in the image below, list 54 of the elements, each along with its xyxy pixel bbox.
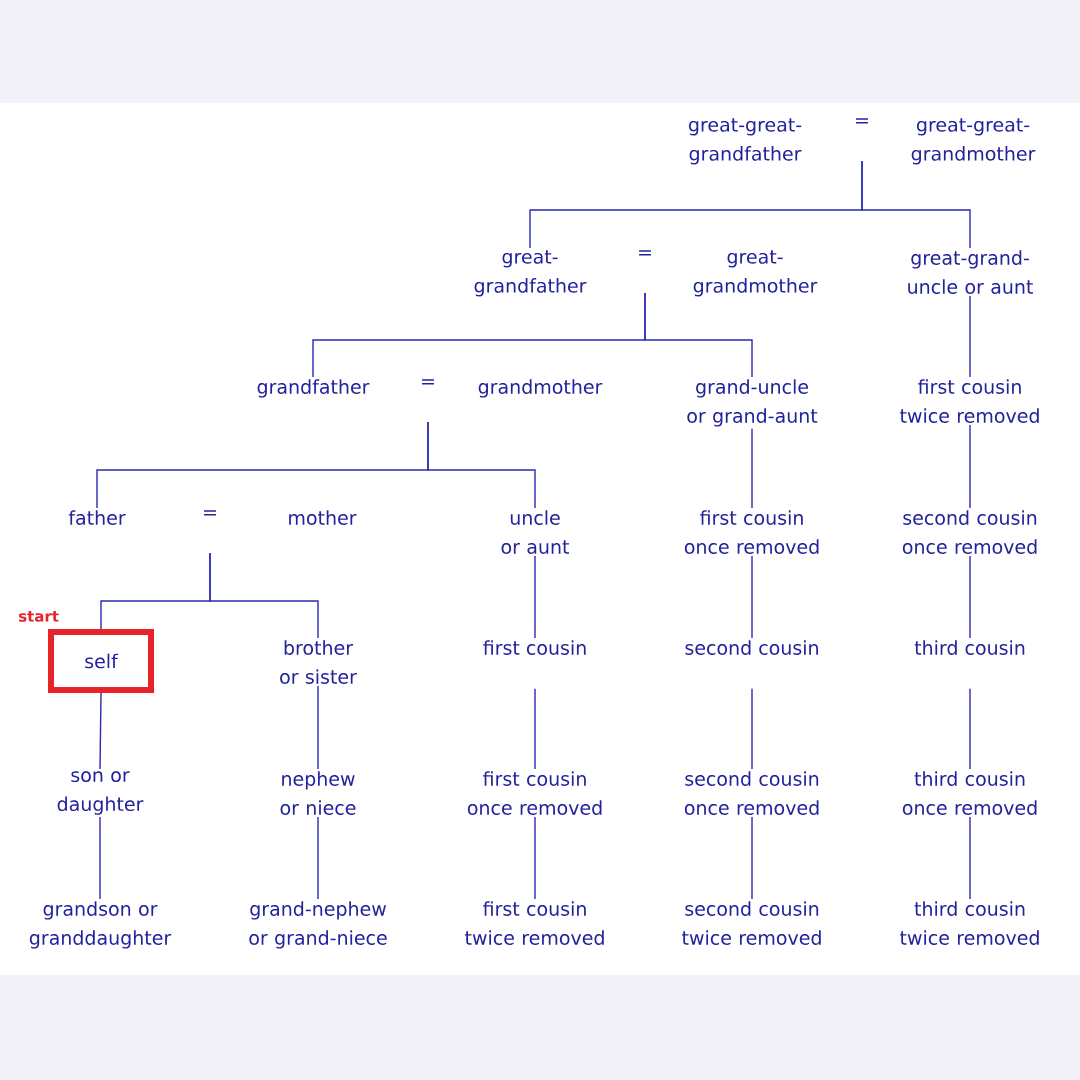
- connector-line: [861, 160, 971, 249]
- relation-label: first cousin once removed: [467, 771, 602, 815]
- relation-label: first cousin: [483, 640, 586, 655]
- relation-label: great-great-grandfather: [688, 118, 802, 165]
- relation-label: grandmother: [478, 379, 603, 398]
- relation-label: son or daughter: [57, 771, 144, 815]
- relation-label: first cousin twice removed: [465, 901, 604, 945]
- relation-label: great-grandfather: [474, 250, 587, 297]
- relation-label: =: [204, 510, 216, 516]
- relation-label: great-grandmother: [693, 250, 818, 297]
- relation-label: third cousin once removed: [902, 771, 1037, 815]
- connector-line: [969, 295, 971, 378]
- connector-line: [99, 816, 101, 900]
- connector-line: [99, 692, 102, 770]
- connector-line: [969, 424, 971, 509]
- start-label: start: [18, 611, 59, 622]
- relation-label: second cousin once removed: [902, 510, 1037, 554]
- relation-label: great-grand-uncle or aunt: [908, 250, 1033, 294]
- connector-line: [317, 685, 319, 770]
- relation-label: grandfather: [257, 379, 370, 398]
- relation-label: father: [68, 510, 126, 525]
- connector-line: [534, 688, 536, 770]
- relation-label: brother or sister: [280, 640, 357, 684]
- relation-label: third cousin: [914, 640, 1025, 655]
- connector-line: [534, 555, 536, 639]
- relation-label: grand-nephew or grand-niece: [249, 901, 387, 949]
- relation-label: grand-uncle or grand-aunt: [687, 379, 818, 427]
- connector-line: [751, 688, 753, 770]
- relation-label: third cousin twice removed: [900, 901, 1039, 945]
- relation-label: mother: [289, 510, 357, 525]
- relation-label: =: [856, 118, 868, 124]
- relation-label: nephew or niece: [280, 771, 356, 815]
- connector-line: [427, 421, 536, 509]
- connector-line: [969, 555, 971, 639]
- connector-line: [317, 816, 319, 900]
- connector-line: [209, 552, 319, 639]
- relation-label: first cousin twice removed: [900, 379, 1039, 423]
- connector-line: [751, 816, 753, 900]
- relation-label: =: [639, 250, 651, 256]
- connector-line: [534, 816, 536, 900]
- relation-label: second cousin: [685, 640, 818, 655]
- highlighted-box: self: [48, 629, 154, 693]
- connector-line: [751, 555, 753, 639]
- relation-label: first cousin once removed: [684, 510, 819, 554]
- relation-label: second cousin twice removed: [682, 901, 821, 945]
- relation-label: grandson or granddaughter: [29, 901, 172, 949]
- relation-label: =: [422, 379, 434, 385]
- relation-label: second cousin once removed: [684, 771, 819, 815]
- relation-label: uncle or aunt: [501, 510, 570, 554]
- connector-line: [751, 428, 753, 509]
- relation-label: great-great-grandmother: [911, 118, 1036, 165]
- connector-line: [644, 292, 753, 378]
- connector-line: [969, 688, 971, 770]
- connector-line: [969, 816, 971, 900]
